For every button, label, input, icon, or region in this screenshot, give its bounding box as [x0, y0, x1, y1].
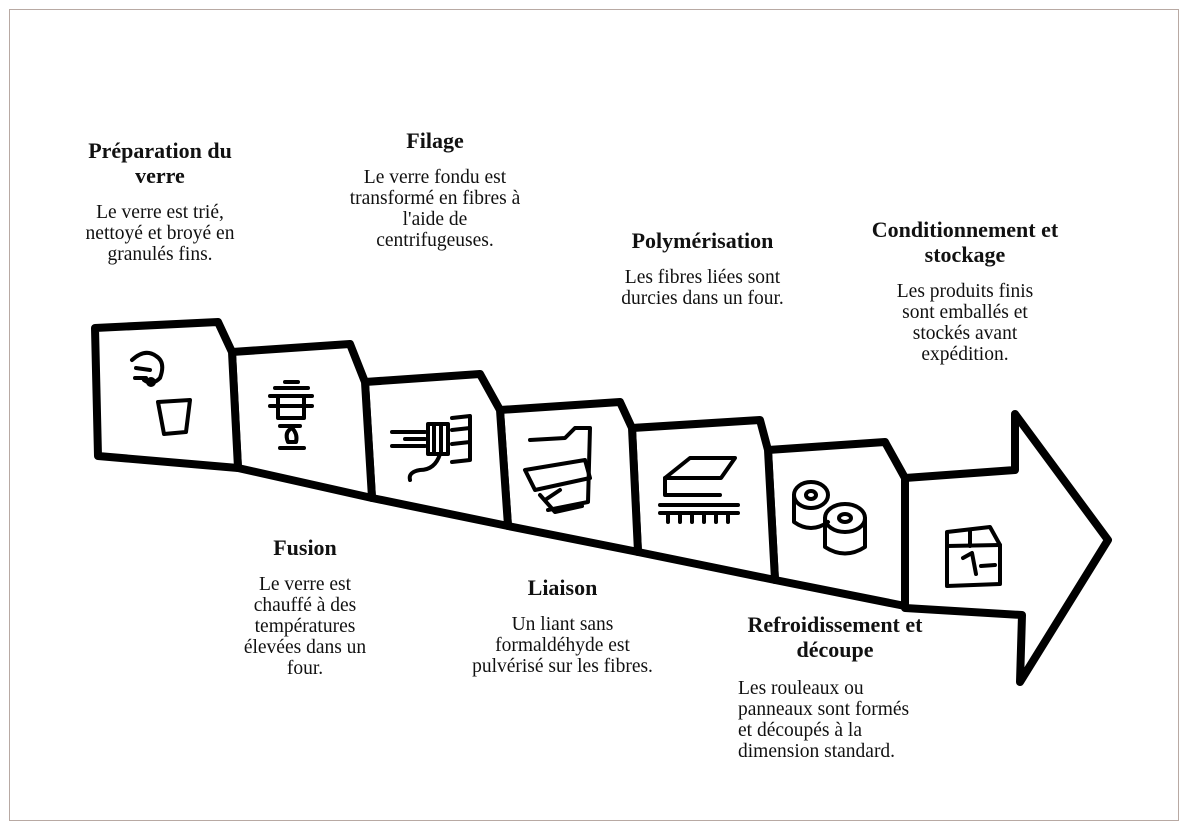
step-title: Fusion	[273, 535, 337, 560]
box-icon	[945, 525, 1002, 588]
step-title: Refroidissement et découpe	[747, 612, 923, 662]
panel-cooling-cutting	[764, 438, 909, 610]
pot-on-flame-icon	[268, 380, 314, 450]
step-label-spinning: Filage Le verre fondu est transformé en …	[325, 128, 545, 251]
step-label-binding: Liaison Un liant sans formaldéhyde est p…	[470, 575, 655, 677]
step-title: Préparation du verre	[88, 138, 232, 188]
step-label-fusion: Fusion Le verre est chauffé à des tempér…	[210, 535, 400, 679]
step-label-cooling-cutting: Refroidissement et découpe Les rouleaux …	[720, 612, 950, 762]
step-title: Polymérisation	[631, 228, 774, 253]
curing-oven-conveyor-icon	[658, 456, 740, 524]
step-desc: Un liant sans formaldéhyde est pulvérisé…	[472, 614, 653, 677]
rolls-icon	[792, 480, 867, 556]
step-label-glass-prep: Préparation du verre Le verre est trié, …	[60, 138, 260, 265]
step-label-polymerization: Polymérisation Les fibres liées sont dur…	[595, 228, 810, 309]
step-label-packaging: Conditionnement et stockage Les produits…	[850, 217, 1080, 365]
binding-wrap-icon	[523, 426, 592, 514]
step-title: Liaison	[527, 575, 598, 600]
step-title: Filage	[406, 128, 464, 153]
step-desc: Les fibres liées sont durcies dans un fo…	[621, 267, 784, 309]
panel-packaging	[901, 410, 1112, 686]
step-title: Conditionnement et stockage	[871, 217, 1059, 267]
step-desc: Les rouleaux ou panneaux sont formés et …	[738, 678, 910, 762]
panel-polymerization	[628, 416, 779, 584]
step-desc: Le verre fondu est transformé en fibres …	[349, 167, 521, 251]
hand-bucket-icon	[130, 350, 192, 436]
step-desc: Les produits finis sont emballés et stoc…	[896, 281, 1034, 365]
panel-spinning	[361, 370, 512, 530]
fiber-spool-icon	[390, 414, 472, 482]
panel-binding	[496, 398, 642, 556]
panel-glass-prep	[91, 318, 242, 472]
panel-fusion	[228, 340, 376, 502]
step-desc: Le verre est trié, nettoyé et broyé en g…	[85, 202, 235, 265]
step-desc: Le verre est chauffé à des températures …	[243, 574, 367, 679]
